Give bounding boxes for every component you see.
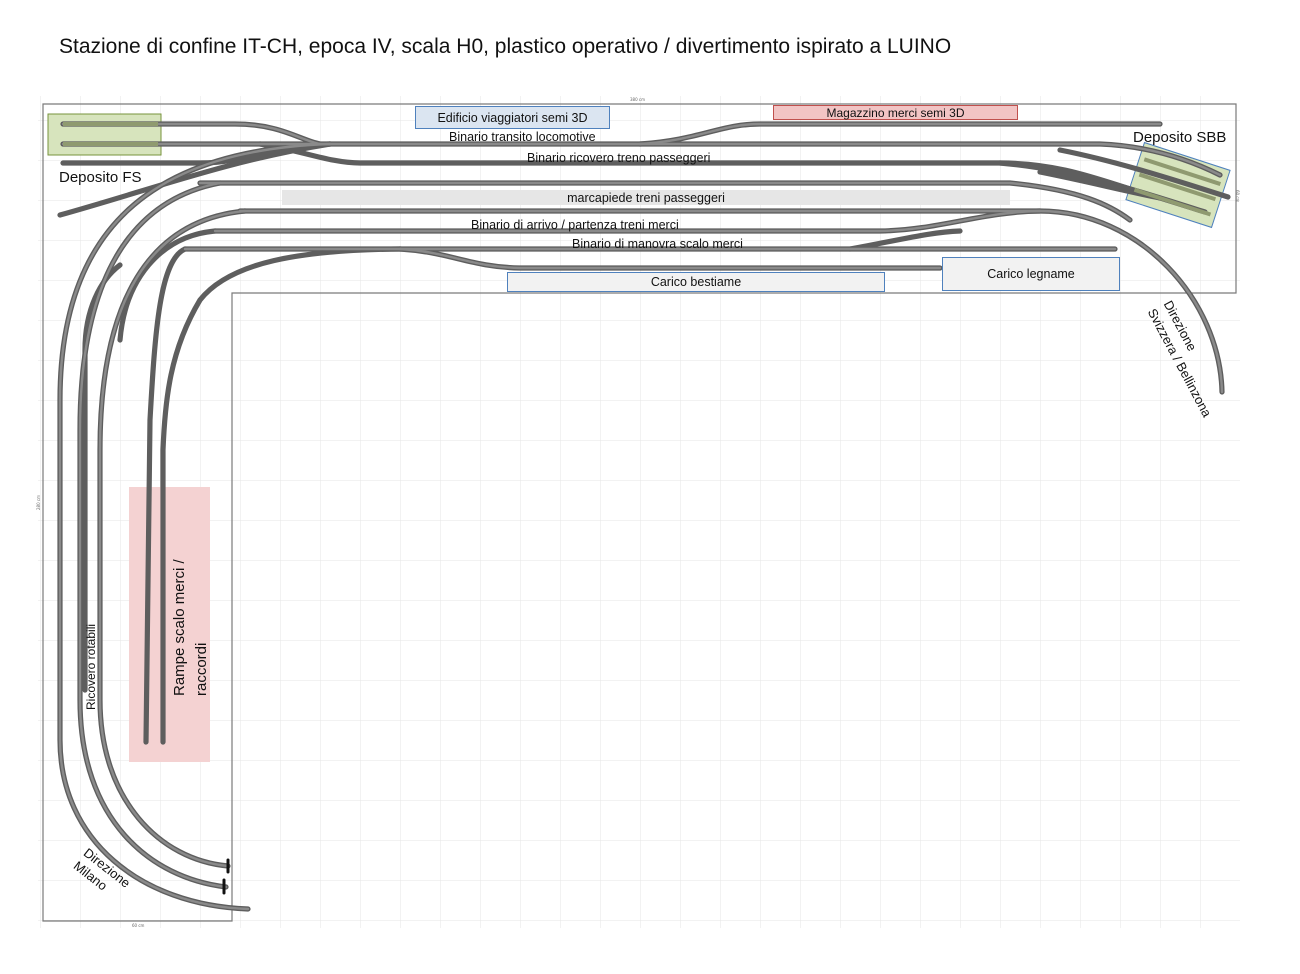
cattle-loading-box: Carico bestiame bbox=[507, 272, 885, 292]
track-loop-4 bbox=[117, 228, 218, 343]
track-sbb-1 bbox=[1057, 147, 1231, 200]
label-deposito-fs: Deposito FS bbox=[59, 169, 142, 186]
dimension-bottom: 60 cm bbox=[132, 923, 145, 928]
platform-box: marcapiede treni passeggeri bbox=[282, 190, 1010, 205]
label-rolling-stock: Ricovero rotabili bbox=[84, 623, 98, 710]
label-coach-storage: Binario ricovero treno passeggeri bbox=[527, 151, 711, 165]
track-loop-6 bbox=[160, 246, 403, 745]
dimension-right: 60 cm bbox=[1235, 190, 1240, 203]
goods-shed-box: Magazzino merci semi 3D bbox=[773, 105, 1018, 120]
label-freight-arr-dep: Binario di arrivo / partenza treni merci bbox=[471, 218, 679, 232]
deposito-fs-area bbox=[47, 113, 162, 156]
track-strip bbox=[98, 209, 247, 868]
track-strip bbox=[78, 181, 228, 889]
track-strip bbox=[58, 142, 332, 911]
page-title: Stazione di confine IT-CH, epoca IV, sca… bbox=[59, 35, 952, 58]
track-strip bbox=[61, 122, 322, 146]
label-deposito-sbb: Deposito SBB bbox=[1133, 129, 1227, 146]
timber-loading-box: Carico legname bbox=[942, 257, 1120, 291]
track-strip bbox=[328, 142, 1222, 177]
label-loco-transit: Binario transito locomotive bbox=[449, 130, 596, 144]
station-building-box: Edificio viaggiatori semi 3D bbox=[415, 106, 610, 129]
track-strip bbox=[213, 209, 1042, 233]
track-network bbox=[57, 121, 1231, 912]
label-ramps-line1: Rampe scalo merci / bbox=[171, 559, 188, 696]
track-strip bbox=[238, 209, 1224, 394]
label-ramps-line2: raccordi bbox=[193, 642, 210, 696]
track-strip bbox=[198, 181, 1132, 222]
sbb-depot-stub bbox=[1138, 172, 1217, 202]
grid-background bbox=[38, 96, 1240, 928]
rampe-area bbox=[129, 487, 210, 762]
label-freight-shunting: Binario di manovra scalo merci bbox=[572, 237, 743, 251]
sbb-depot-stub bbox=[1143, 157, 1221, 186]
sbb-depot-stub bbox=[1133, 187, 1212, 217]
track-loop-5 bbox=[143, 246, 188, 745]
dimension-left: 280 cm bbox=[36, 494, 41, 510]
baseboard-outline bbox=[42, 103, 1237, 922]
dimension-top: 380 cm bbox=[630, 97, 646, 102]
track-strip bbox=[398, 247, 942, 270]
track-strip bbox=[638, 122, 1162, 146]
track-shunting-crossover bbox=[847, 228, 963, 252]
